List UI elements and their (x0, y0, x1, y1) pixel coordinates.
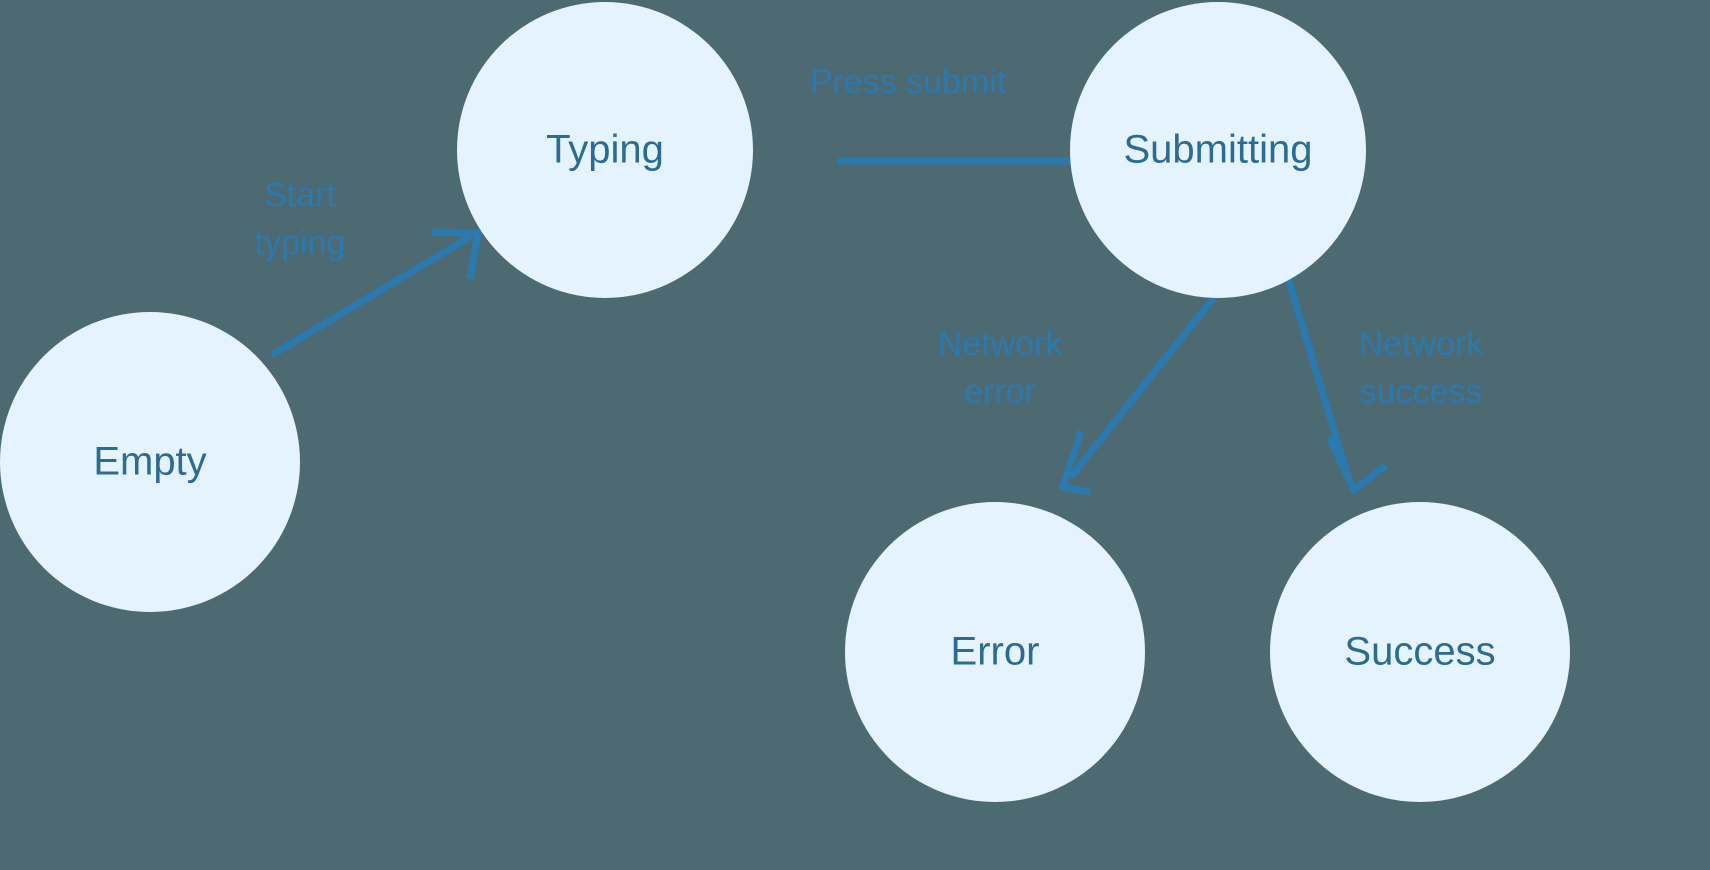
node-success-circle (1270, 502, 1570, 802)
node-submitting-label: Submitting (1124, 128, 1313, 172)
node-typing-label: Typing (546, 128, 664, 172)
node-error-label: Error (951, 630, 1040, 674)
edge-label-network-error-line-1: Network (938, 325, 1064, 363)
node-error-circle (845, 502, 1145, 802)
edge-label-network-error-line-2: error (964, 373, 1036, 411)
edge-label-network-success-line-1: Network (1359, 325, 1485, 363)
edge-label-start-typing-line-2: typing (255, 224, 346, 262)
node-empty[interactable]: Empty (0, 312, 300, 612)
node-submitting[interactable]: Submitting (1070, 2, 1366, 298)
node-success[interactable]: Success (1270, 502, 1570, 802)
edge-submitting-to-error-line (1068, 289, 1221, 480)
edge-empty-to-typing[interactable] (270, 228, 483, 359)
edge-label-press-submit: Press submit (810, 63, 1007, 101)
node-success-label: Success (1344, 630, 1495, 674)
edge-label-network-success-line-2: success (1360, 373, 1483, 411)
edge-submitting-to-error[interactable] (1058, 289, 1221, 496)
node-typing[interactable]: Typing (457, 2, 753, 298)
node-error[interactable]: Error (845, 502, 1145, 802)
edge-label-start-typing-line-1: Start (264, 176, 336, 214)
edge-submitting-to-error-arrowhead (1058, 429, 1091, 496)
edge-label-network-error: Network error (938, 325, 1064, 411)
edge-submitting-to-success-arrowhead (1325, 435, 1389, 496)
edge-label-press-submit-line-1: Press submit (810, 63, 1007, 101)
node-submitting-circle (1070, 2, 1366, 298)
node-empty-circle (0, 312, 300, 612)
edge-empty-to-typing-arrowhead (431, 228, 483, 280)
edge-label-network-success: Network success (1359, 325, 1485, 411)
edge-submitting-to-success-line (1284, 276, 1352, 479)
edge-label-start-typing: Start typing (255, 176, 346, 262)
edge-empty-to-typing-line (270, 233, 472, 359)
edge-submitting-to-success[interactable] (1284, 276, 1389, 496)
node-typing-circle (457, 2, 753, 298)
node-empty-label: Empty (93, 440, 206, 484)
